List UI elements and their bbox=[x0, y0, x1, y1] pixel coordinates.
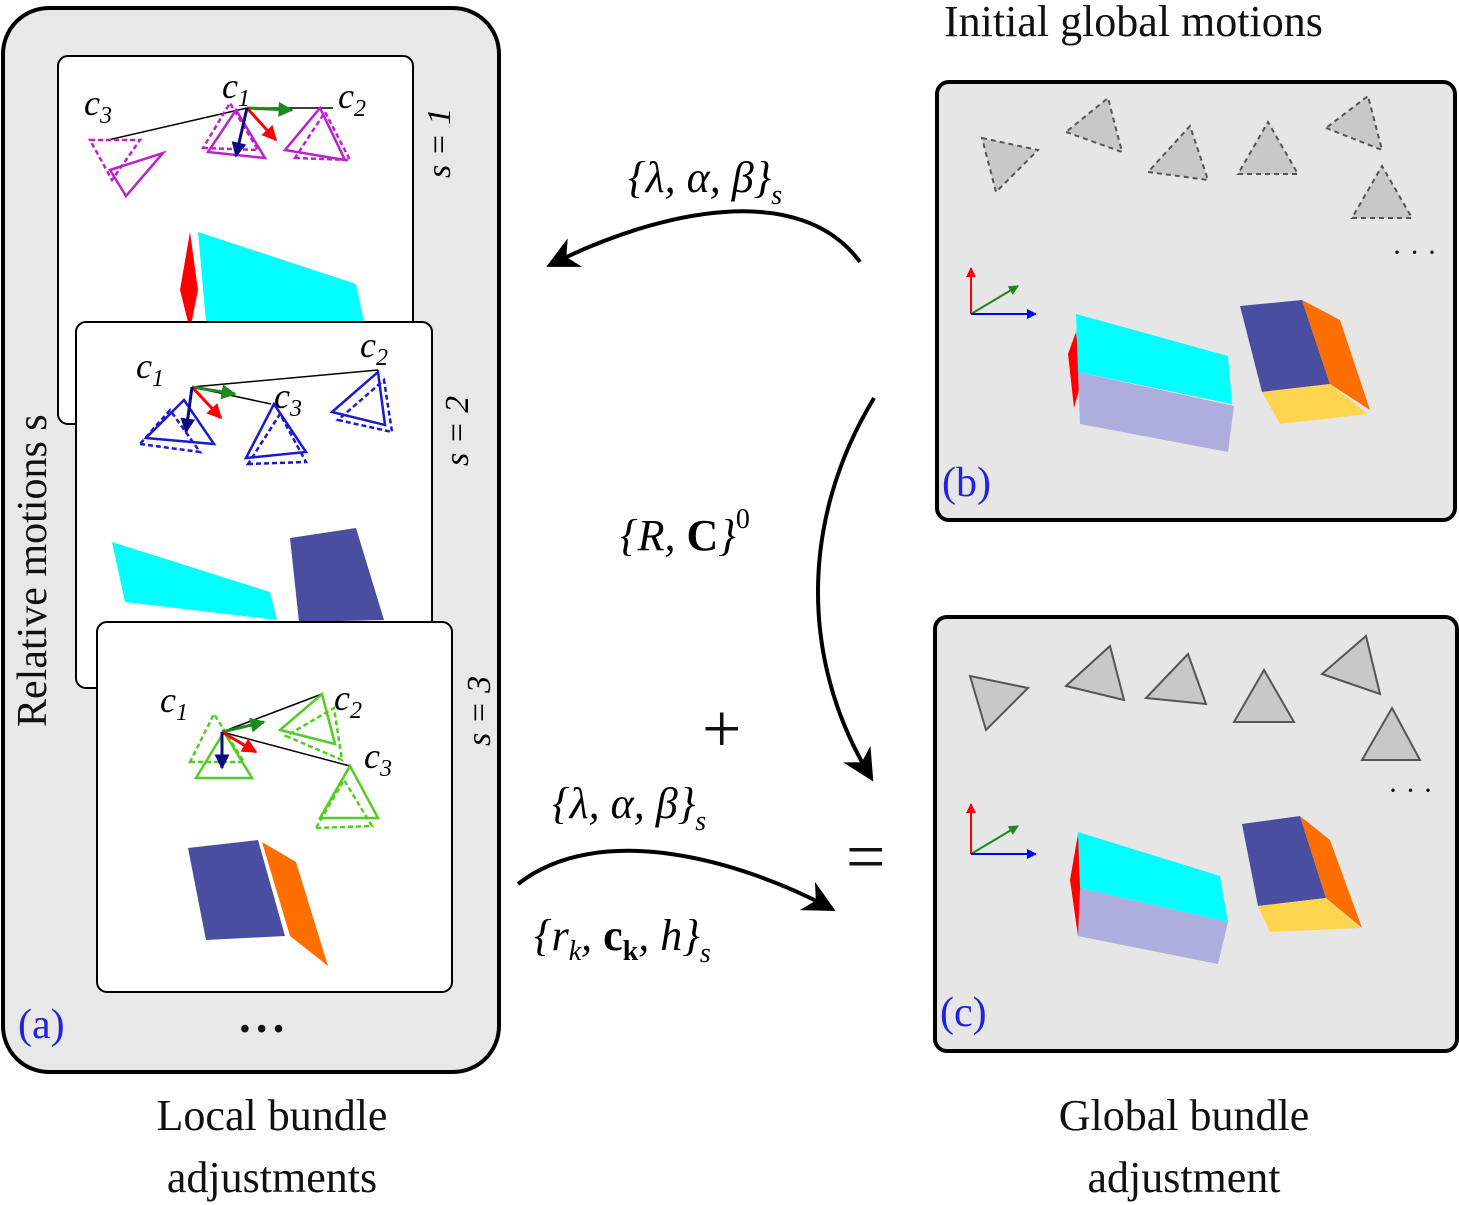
local-caption-line1: Local bundle bbox=[157, 1091, 388, 1140]
equation-top: {λ, α, β}s bbox=[628, 153, 782, 211]
panel-a: Relative motions s s = 1 c3 c1 c2 bbox=[1, 6, 501, 1074]
cyan-face bbox=[198, 232, 364, 322]
global-caption-line2: adjustment bbox=[1087, 1153, 1280, 1202]
initial-caption: Initial global motions bbox=[944, 0, 1323, 46]
arrow-to-global-from-initial bbox=[816, 396, 876, 782]
ellipsis-b: · · · bbox=[1392, 236, 1437, 269]
scale-label-2: s = 2 bbox=[439, 396, 476, 466]
plus-sign: + bbox=[702, 691, 741, 768]
navy-face bbox=[188, 840, 285, 940]
cyan-face bbox=[112, 542, 277, 620]
scale-label-1: s = 1 bbox=[421, 108, 458, 178]
panel-b: · · · (b) bbox=[935, 80, 1457, 522]
equation-middle: {R, C}0 bbox=[620, 504, 750, 560]
navy-face bbox=[290, 528, 384, 622]
local-caption-line2: adjustments bbox=[167, 1153, 377, 1202]
orange-face bbox=[262, 842, 328, 966]
global-caption-line1: Global bundle bbox=[1059, 1091, 1310, 1140]
panel-c: · · · (c) bbox=[933, 615, 1459, 1053]
equation-bottom-1: {λ, α, β}s bbox=[552, 779, 706, 837]
arrow-to-global-from-local bbox=[516, 848, 836, 912]
panel-label-c: (c) bbox=[940, 990, 987, 1036]
panel-label-a: (a) bbox=[18, 1002, 65, 1048]
equals-sign: = bbox=[846, 819, 885, 896]
camera-label-c2: c2 bbox=[360, 325, 388, 371]
relative-motions-label: Relative motions s bbox=[10, 414, 56, 727]
scale-label-3: s = 3 bbox=[461, 676, 498, 746]
panel-label-b: (b) bbox=[942, 460, 991, 506]
scale-card-3: s = 3 c1 c2 c3 bbox=[96, 621, 498, 993]
arrow-to-local bbox=[546, 209, 862, 267]
camera-label-c1: c1 bbox=[136, 346, 164, 392]
red-face bbox=[180, 232, 198, 330]
ellipsis-c: · · · bbox=[1388, 774, 1433, 807]
equation-bottom-2: {rk, ck, h}s bbox=[534, 911, 711, 969]
ellipsis-a: • • • bbox=[240, 1014, 283, 1045]
